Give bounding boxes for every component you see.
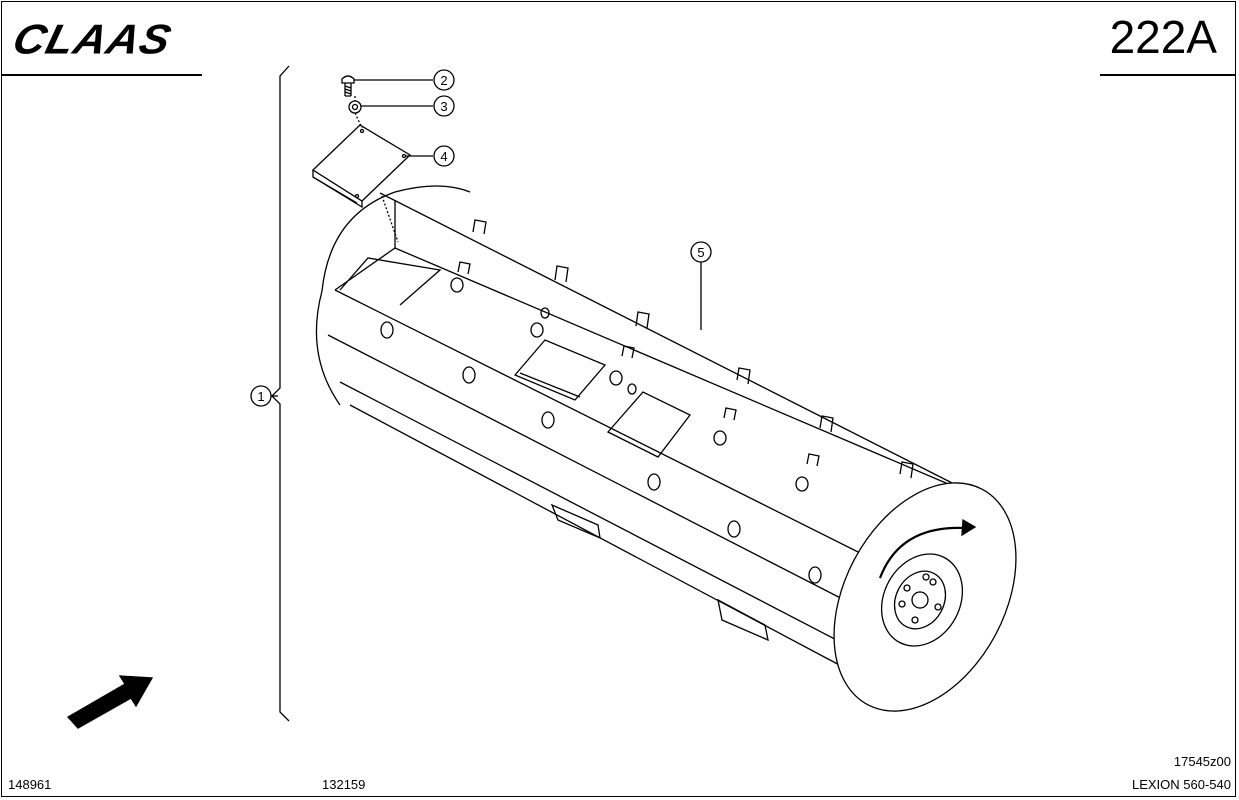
model-name: LEXION 560-540 [1131, 777, 1231, 792]
callout-1: 1 [250, 385, 278, 407]
footer-left-code: 148961 [8, 777, 52, 792]
drum-part [315, 185, 1017, 712]
callout-5: 5 [690, 241, 712, 330]
assembly-bracket [271, 65, 290, 722]
washer-part [348, 100, 362, 114]
header-rule-right [1100, 74, 1236, 76]
bolt-part [341, 75, 355, 97]
callout-2: 2 [354, 69, 455, 91]
callout-4: 4 [405, 145, 455, 167]
direction-arrow-icon [66, 675, 154, 729]
page-number: 222A [1109, 11, 1217, 63]
footer-center-code: 132159 [322, 777, 366, 792]
header-rule-left [2, 74, 202, 76]
drawing-code: 17545z00 [1173, 754, 1231, 769]
callout-5-label: 5 [697, 245, 704, 260]
callout-3-label: 3 [440, 99, 447, 114]
callout-3: 3 [361, 95, 455, 117]
callout-2-label: 2 [440, 73, 447, 88]
cover-plate-part [311, 124, 412, 209]
assembly-path [354, 96, 399, 243]
callout-4-label: 4 [440, 149, 447, 164]
callout-1-label: 1 [257, 389, 264, 404]
